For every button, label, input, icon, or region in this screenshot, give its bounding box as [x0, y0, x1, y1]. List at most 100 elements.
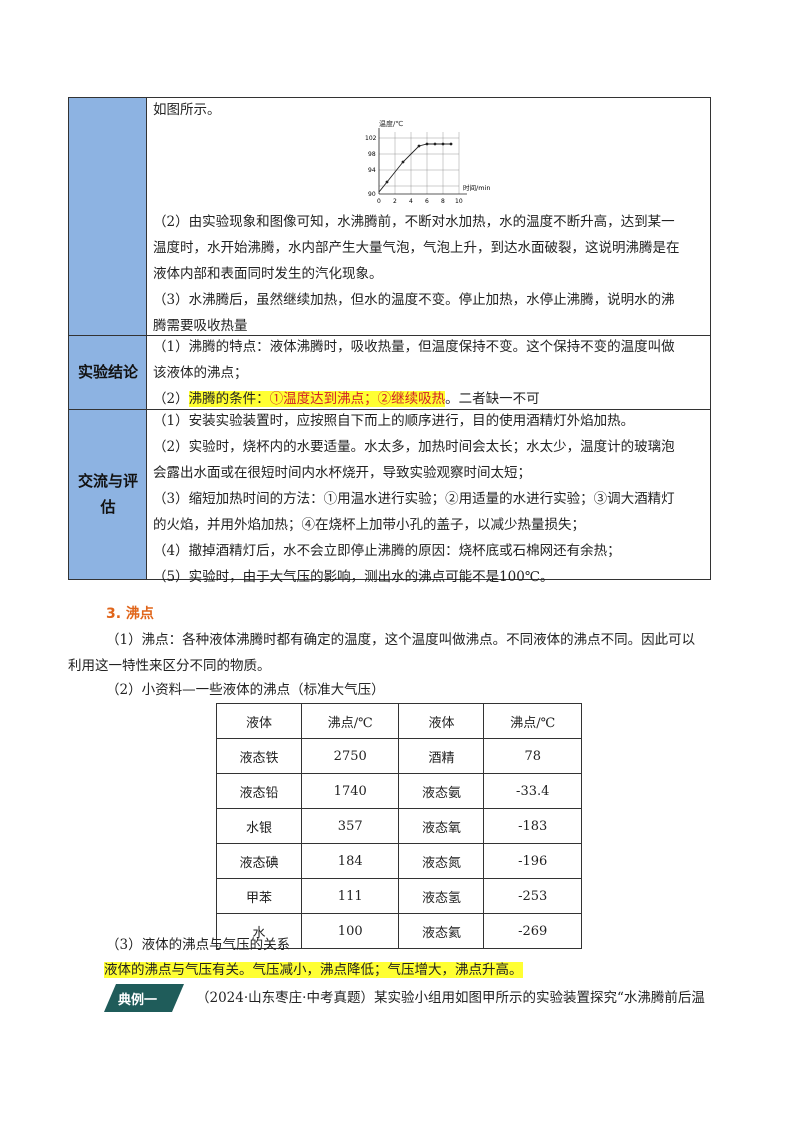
row-label-conclusion: 实验结论: [77, 363, 138, 381]
chart-xtick: 0: [377, 198, 381, 205]
table-cell: 水: [216, 913, 302, 949]
table-cell: 液态氢: [398, 878, 485, 914]
table-header: 沸点/℃: [483, 703, 582, 739]
chart-grid: [379, 132, 460, 194]
table-cell: 水银: [216, 808, 302, 844]
table-row: 液态铁 2750 酒精 78: [216, 738, 582, 774]
row2-text: （1）沸腾的特点：液体沸腾时，吸收热量，但温度保持不变。这个保持不变的温度叫做 …: [153, 334, 702, 412]
cond-prefix: （2）: [153, 391, 189, 407]
text-line: 的火焰，并用外焰加热；④在烧杯上加带小孔的盖子，以减少热量损失；: [153, 517, 585, 533]
table-cell: 357: [300, 808, 400, 844]
table-row: 甲苯 111 液态氢 -253: [216, 878, 582, 914]
row-divider: [69, 335, 710, 336]
paragraph: 利用这一特性来区分不同的物质。: [68, 658, 271, 674]
chart-point: [385, 180, 389, 184]
row-label-line: 估: [100, 498, 116, 516]
text-line: 该液体的沸点；: [153, 365, 248, 381]
table-cell: -33.4: [483, 773, 582, 809]
table-cell: 78: [483, 738, 582, 774]
text-line: （4）撤掉酒精灯后，水不会立即停止沸腾的原因：烧杯底或石棉网还有余热；: [153, 543, 621, 559]
boiling-point-table: 液体 沸点/℃ 液体 沸点/℃ 液态铁 2750 酒精 78 液态铅 1740 …: [216, 703, 582, 949]
text-line: （3）缩短加热时间的方法：①用温水进行实验；②用适量的水进行实验；③调大酒精灯: [153, 491, 675, 507]
table-header: 液体: [398, 703, 485, 739]
text-line: 液体内部和表面同时发生的汽化现象。: [153, 266, 383, 282]
text-line: （2）实验时，烧杯内的水要适量。水太多，加热时间会太长；水太少，温度计的玻璃泡: [153, 439, 675, 455]
table-cell: 100: [300, 913, 400, 949]
table-row: 水 100 液态氦 -269: [216, 913, 582, 949]
table-cell: 酒精: [398, 738, 485, 774]
table-cell: -253: [483, 878, 582, 914]
chart-point: [401, 160, 405, 164]
table-cell: 液态铁: [216, 738, 302, 774]
text-line: （2）由实验现象和图像可知，水沸腾前，不断对水加热，水的温度不断升高，达到某一: [153, 214, 675, 230]
table-cell: 1740: [300, 773, 400, 809]
paragraph: （2）小资料—一些液体的沸点（标准大气压）: [106, 682, 385, 698]
text-line: （1）安装实验装置时，应按照自下而上的顺序进行，目的使用酒精灯外焰加热。: [153, 413, 635, 429]
temperature-curve: [378, 143, 451, 193]
chart-xtick: 6: [425, 198, 429, 205]
chart-xtick: 2: [393, 198, 397, 205]
chart-ylabel: 温度/℃: [379, 119, 403, 128]
table-cell: 液态氨: [398, 773, 485, 809]
chart-ytick: 94: [368, 167, 376, 174]
table-cell: 液态氧: [398, 808, 485, 844]
paragraph: （1）沸点：各种液体沸腾时都有确定的温度，这个温度叫做沸点。不同液体的沸点不同。…: [106, 632, 696, 648]
chart-ytick: 90: [368, 191, 376, 198]
row1-text: （2）由实验现象和图像可知，水沸腾前，不断对水加热，水的温度不断升高，达到某一 …: [153, 209, 702, 339]
example-tag-shape: [104, 984, 184, 1012]
experiment-table: 如图所示。 温度/℃ 102 98 94 90: [68, 97, 711, 585]
table-label-column: [69, 98, 147, 579]
boiling-condition-line: （2）沸腾的条件：①温度达到沸点；②继续吸热。二者缺一不可: [153, 386, 702, 412]
chart-xtick: 10: [455, 198, 463, 205]
table-cell: 液态氮: [398, 843, 485, 879]
table-header-row: 液体 沸点/℃ 液体 沸点/℃: [216, 703, 582, 739]
table-cell: 2750: [300, 738, 400, 774]
row1-intro: 如图所示。: [153, 102, 221, 118]
text-line: （1）沸腾的特点：液体沸腾时，吸收热量，但温度保持不变。这个保持不变的温度叫做: [153, 339, 675, 355]
table-header: 沸点/℃: [300, 703, 400, 739]
table-cell: 184: [300, 843, 400, 879]
cond-highlight: 沸腾的条件：: [188, 391, 270, 407]
text-line: （3）水沸腾后，虽然继续加热，但水的温度不变。停止加热，水停止沸腾，说明水的沸: [153, 292, 675, 308]
chart-xtick: 4: [409, 198, 413, 205]
example-tag-label: 典例一: [118, 993, 158, 1008]
cond-suffix: 。二者缺一不可: [445, 391, 540, 407]
chart-point: [449, 142, 453, 146]
row1-content: 如图所示。: [153, 97, 702, 123]
table-header: 液体: [216, 703, 302, 739]
table-row: 液态铅 1740 液态氨 -33.4: [216, 773, 582, 809]
chart-point: [441, 142, 445, 146]
table-cell: -183: [483, 808, 582, 844]
chart-point: [433, 142, 437, 146]
chart-ytick: 102: [365, 135, 377, 142]
text-line: 腾需要吸收热量: [153, 318, 248, 334]
table-row: 液态碘 184 液态氮 -196: [216, 843, 582, 879]
cond-highlight-red: ①温度达到沸点；②继续吸热: [269, 391, 446, 407]
row3-text: （1）安装实验装置时，应按照自下而上的顺序进行，目的使用酒精灯外焰加热。 （2）…: [153, 408, 702, 590]
table-cell: 111: [300, 878, 400, 914]
row-label-evaluation: 交流与评 估: [69, 468, 147, 520]
highlighted-paragraph: 液体的沸点与气压有关。气压减小，沸点降低；气压增大，沸点升高。: [104, 957, 523, 983]
table-cell: 液态铅: [216, 773, 302, 809]
chart-ytick: 98: [368, 151, 376, 158]
table-cell: -269: [483, 913, 582, 949]
text-line: 温度时，水开始沸腾，水内部产生大量气泡，气泡上升，到达水面破裂，这说明沸腾是在: [153, 240, 680, 256]
table-row: 水银 357 液态氧 -183: [216, 808, 582, 844]
temperature-time-chart: 温度/℃ 102 98 94 90 0 2: [365, 119, 490, 205]
chart-xlabel: 时间/min: [463, 183, 490, 192]
table-cell: 甲苯: [216, 878, 302, 914]
example-text: （2024·山东枣庄·中考真题）某实验小组用如图甲所示的实验装置探究“水沸腾前后…: [196, 990, 705, 1006]
chart-point: [417, 144, 421, 148]
pressure-relation-highlight: 液体的沸点与气压有关。气压减小，沸点降低；气压增大，沸点升高。: [104, 962, 523, 978]
chart-points: [385, 142, 453, 184]
section-title: 3. 沸点: [106, 606, 154, 622]
paragraph: （3）液体的沸点与气压的关系: [106, 937, 291, 953]
table-cell: -196: [483, 843, 582, 879]
chart-point: [425, 142, 429, 146]
row-divider: [69, 409, 710, 410]
text-line: （5）实验时，由于大气压的影响，测出水的沸点可能不是100℃。: [153, 569, 554, 585]
table-cell: 液态氦: [398, 913, 485, 949]
text-line: 会露出水面或在很短时间内水杯烧开，导致实验观察时间太短；: [153, 465, 531, 481]
table-cell: 液态碘: [216, 843, 302, 879]
